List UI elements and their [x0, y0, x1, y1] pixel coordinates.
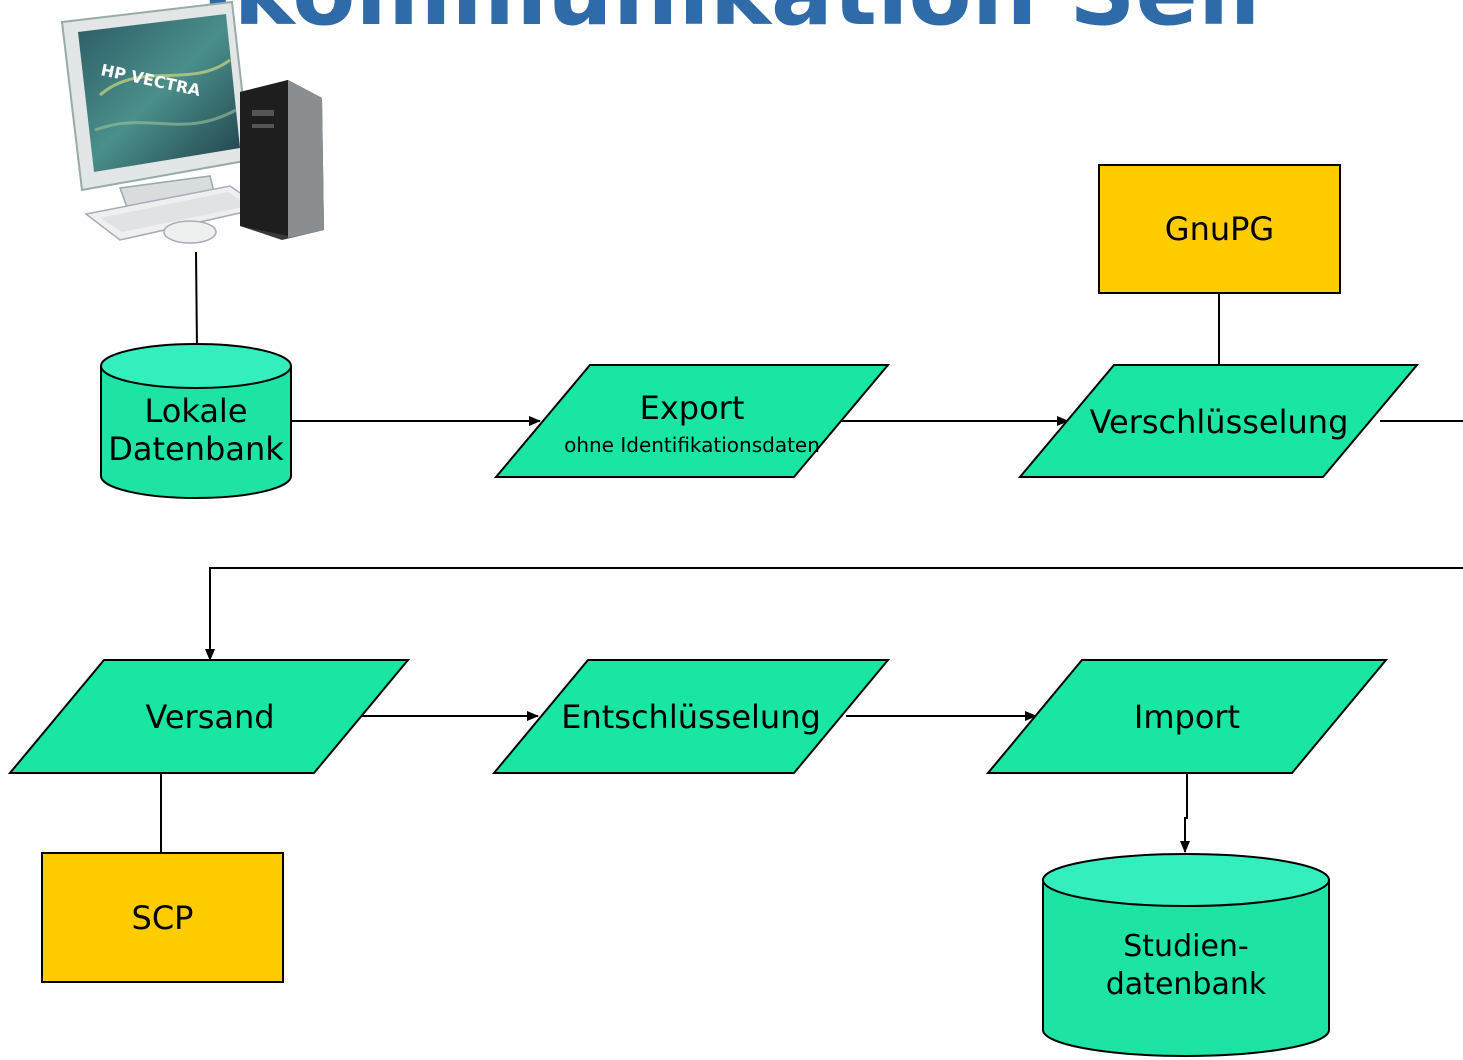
study-database — [1042, 853, 1330, 1057]
computer-icon: HP VECTRA — [60, 0, 324, 244]
scp-tool — [41, 852, 284, 983]
versand-process — [7, 659, 411, 774]
gnupg-label: GnuPG — [1164, 210, 1275, 248]
encryption-label: Verschlüsselung — [1089, 403, 1349, 441]
export-label: Export — [639, 389, 745, 427]
gnupg-tool — [1098, 164, 1341, 294]
import-label: Import — [1133, 698, 1241, 736]
encryption-process — [1017, 364, 1420, 478]
local-database-label: Lokale Datenbank — [108, 392, 284, 468]
local-database — [100, 343, 292, 499]
arrow-return-to-versand — [205, 567, 1463, 661]
page-title: ikommunikation Seil — [0, 0, 1463, 48]
arrow-import-to-studydb — [1180, 773, 1190, 853]
decryption-process — [491, 659, 891, 774]
export-sublabel: ohne Identifikationsdaten — [564, 433, 820, 457]
decryption-label: Entschlüsselung — [561, 698, 821, 736]
import-process — [985, 659, 1389, 774]
study-database-label: Studien- datenbank — [1105, 929, 1267, 1002]
versand-label: Versand — [145, 698, 275, 736]
scp-label: SCP — [131, 899, 194, 937]
export-process — [493, 364, 891, 478]
connector-computer-db — [195, 251, 198, 351]
